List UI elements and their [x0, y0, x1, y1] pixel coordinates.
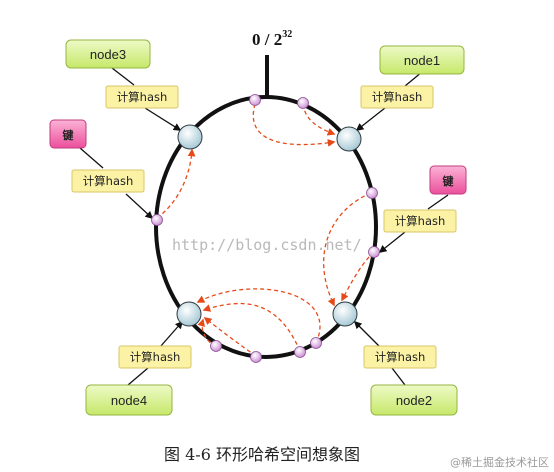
node3-circle — [177, 124, 203, 150]
figure-caption: 图 4-6 环形哈希空间想象图 — [164, 445, 360, 464]
key-right-hash-label: 计算hash — [395, 214, 446, 228]
key-right-label: 键 — [442, 174, 455, 188]
node3-hash-label: 计算hash — [117, 90, 168, 104]
key-right-box — [429, 165, 467, 195]
node4-circle — [176, 301, 202, 327]
watermark-text: http://blog.csdn.net/ — [172, 236, 362, 254]
ring-point — [368, 246, 380, 258]
node2-group: 计算hash node2 — [363, 345, 458, 416]
key-left-label: 键 — [62, 128, 75, 142]
node-circles — [176, 124, 362, 327]
node2-link — [391, 367, 406, 386]
node2-hash-label: 计算hash — [375, 350, 426, 364]
node4-hash-box — [118, 345, 192, 369]
node4-label: node4 — [111, 393, 147, 408]
ring-point — [151, 214, 163, 226]
node4-connector — [159, 320, 184, 348]
node3-connector — [144, 107, 182, 131]
node2-label: node2 — [396, 393, 432, 408]
arrow-bottom-point-2 — [203, 317, 257, 357]
node4-group: 计算hash node4 — [85, 345, 192, 416]
node1-circle — [336, 126, 362, 152]
key-right-group: 键 计算hash — [383, 165, 467, 233]
node3-link — [111, 67, 135, 86]
node4-link — [127, 367, 149, 386]
arrow-left-point — [156, 148, 196, 219]
node1-box — [379, 45, 465, 75]
ring-point — [210, 340, 222, 352]
arrow-bottom-point-3 — [202, 302, 301, 352]
arrow-right-point-1 — [323, 192, 372, 307]
node1-group: node1 计算hash — [360, 45, 465, 109]
ring-origin-label: 0 / 232 — [252, 29, 292, 49]
node2-circle — [332, 301, 358, 327]
ring-point — [297, 97, 309, 109]
key-left-hash-label: 计算hash — [83, 174, 134, 188]
arrow-bottom-point-4 — [196, 288, 321, 344]
node4-box — [85, 384, 173, 416]
corner-watermark: @稀土掘金技术社区 — [450, 455, 549, 469]
key-right-hash-box — [383, 209, 457, 233]
ring-points — [151, 94, 380, 363]
ring-point — [249, 94, 261, 106]
hash-ring — [154, 95, 378, 359]
key-right-link — [427, 194, 449, 210]
key-left-hash-box — [71, 169, 145, 193]
key-left-link — [79, 147, 104, 169]
connector-arrows — [79, 67, 449, 386]
node1-label: node1 — [404, 53, 440, 68]
ring-point — [250, 351, 262, 363]
node1-connector — [355, 107, 386, 131]
mapping-arrows — [156, 103, 375, 357]
node3-group: node3 计算hash — [65, 39, 179, 109]
node3-box — [65, 39, 151, 69]
key-right-connector — [378, 231, 406, 253]
node3-hash-box — [105, 85, 179, 109]
key-left-box — [49, 119, 87, 149]
node2-box — [370, 384, 458, 416]
key-left-group: 键 计算hash — [49, 119, 145, 193]
ring-point — [294, 346, 306, 358]
node1-hash-box — [360, 85, 434, 109]
node4-hash-label: 计算hash — [130, 350, 181, 364]
node2-hash-box — [363, 345, 437, 369]
arrow-right-point-2 — [341, 251, 375, 302]
key-left-connector — [125, 193, 154, 220]
node1-hash-label: 计算hash — [372, 90, 423, 104]
node2-connector — [353, 320, 381, 348]
ring-point — [366, 187, 378, 199]
arrow-top-left-point — [252, 103, 336, 147]
node3-label: node3 — [90, 47, 126, 62]
ring-point — [310, 337, 322, 349]
